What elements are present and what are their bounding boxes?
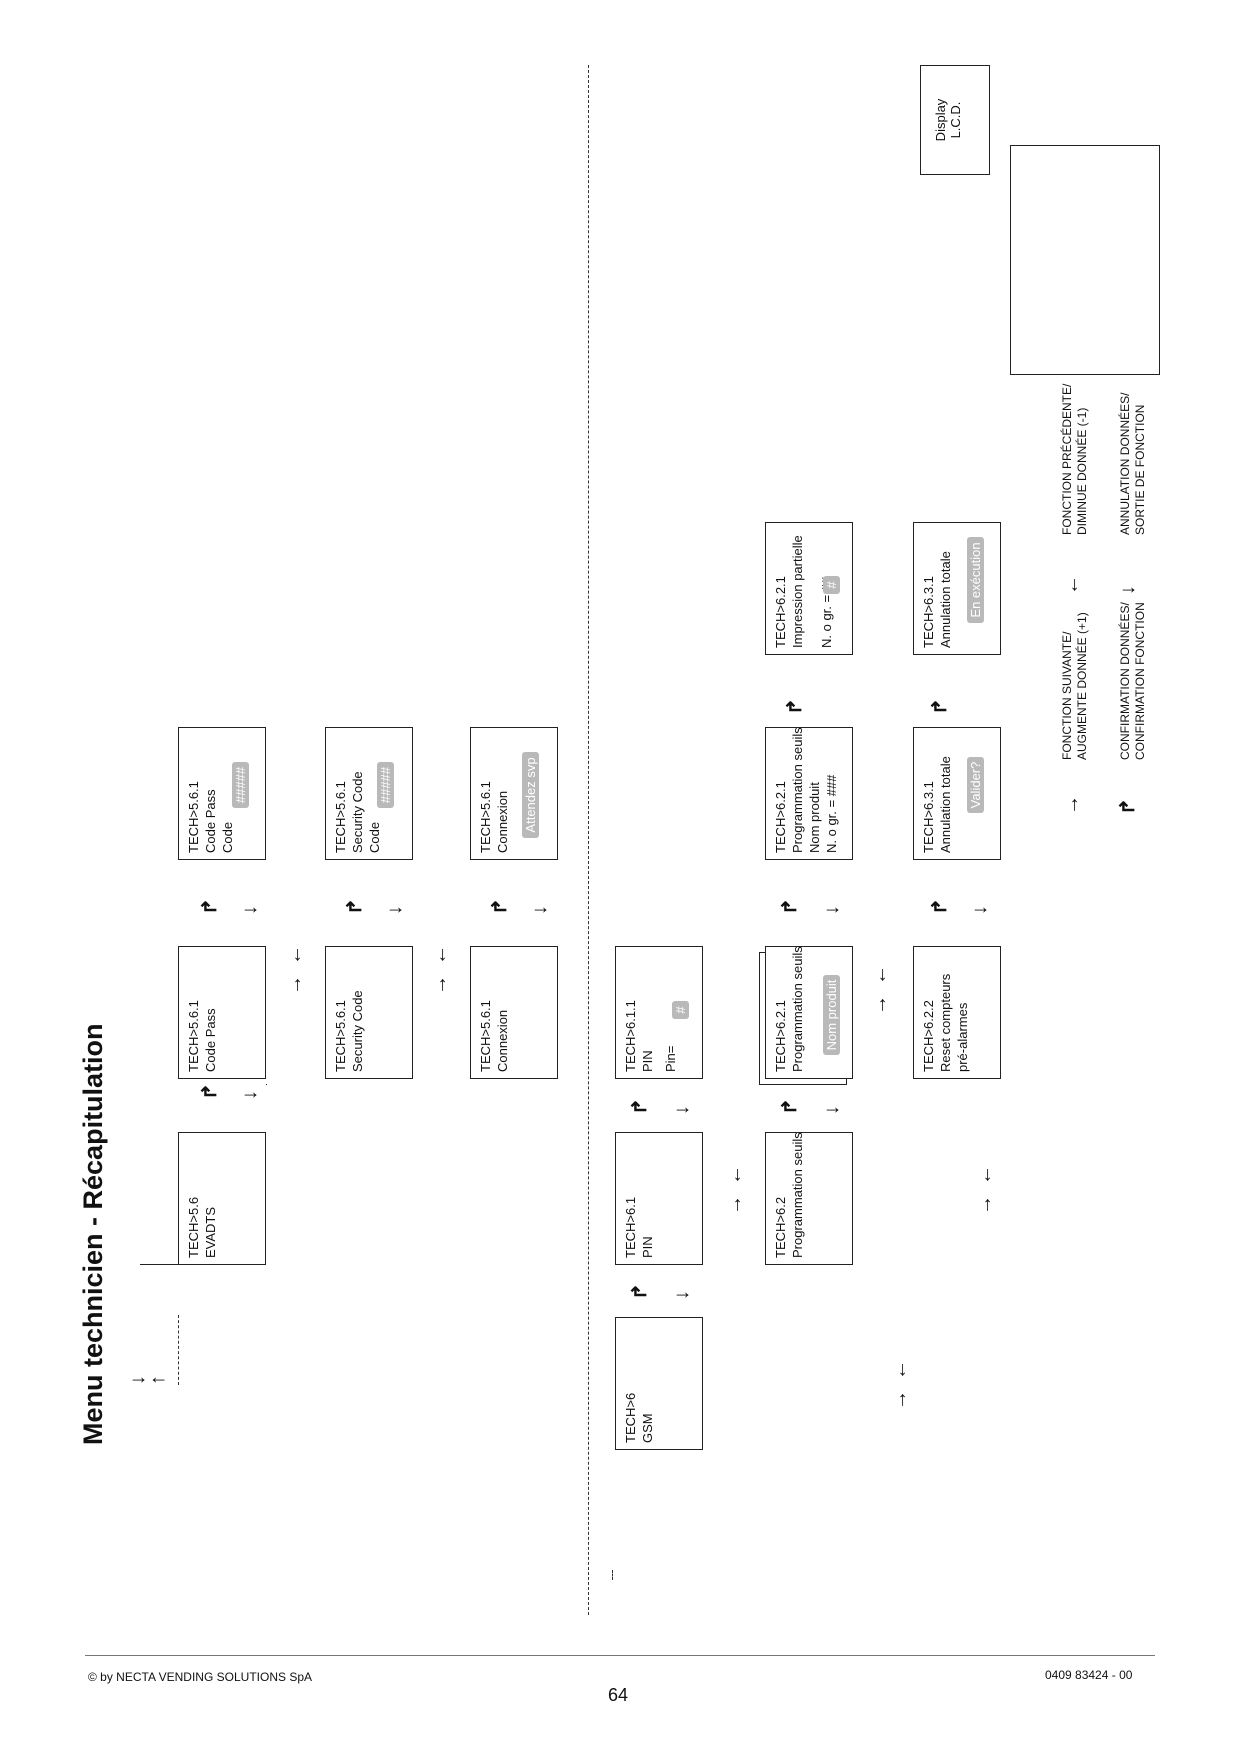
doc-code: 0409 83424 - 00 [1045,1668,1133,1682]
display-lcd-box: Display L.C.D. [920,65,990,175]
legend-confirm: CONFIRMATION DONNÉES/ CONFIRMATION FONCT… [1118,602,1147,760]
box-codepass: TECH>5.6.1 Code Pass [178,946,266,1079]
enter-arrow: ↱ [784,698,806,715]
box-security: TECH>5.6.1 Security Code [325,946,413,1079]
down-arrow: → [284,975,306,995]
enter-arrow: ↱ [779,898,801,915]
exit-arrow: ↓ [671,1290,693,1300]
legend-prev-icon: ← [1061,575,1083,595]
exit-arrow: ↓ [384,905,406,915]
down-arrow: → [889,1390,911,1410]
page-title: Menu technicien - Récapitulation [78,1023,108,1445]
enter-arrow: ↱ [489,898,511,915]
up-arrow: ↑ [147,1375,169,1385]
enter-arrow: ↱ [629,1283,651,1300]
exec-burst: En exécution [955,525,995,635]
box-pin: TECH>6.1 PIN [615,1132,703,1265]
box-seuils: TECH>6.2 Programmation seuils [765,1132,853,1265]
exit-arrow: ↓ [821,1105,843,1115]
legend-confirm-icon: ↱ [1117,798,1139,815]
exit-arrow: ↓ [969,905,991,915]
attendez-burst: Attendez svp [510,740,550,850]
legend-cancel-icon: ↓ [1117,585,1139,595]
connector [266,1084,267,1085]
page-number: 64 [608,1685,629,1705]
enter-arrow: ↱ [344,898,366,915]
nom-burst: Nom produit [812,960,850,1070]
down-arrow: ↓ [127,1375,149,1385]
legend-next: FONCTION SUIVANTE/ AUGMENTE DONNÉE (+1) [1060,612,1089,760]
box-seuils-edit: TECH>6.2.1 Programmation seuils Nom prod… [765,727,853,860]
up-arrow: ← [429,945,451,965]
valider-burst: Valider? [955,745,995,825]
exit-arrow: ↓ [821,905,843,915]
enter-arrow: ↱ [629,1098,651,1115]
box-gsm: TECH>6 GSM [615,1317,703,1450]
down-arrow: → [429,975,451,995]
up-arrow: ← [724,1165,746,1185]
enter-arrow: ↱ [779,1098,801,1115]
enter-arrow: ↱ [199,898,221,915]
up-arrow: ← [284,945,306,965]
legend-cancel: ANNULATION DONNÉES/ SORTIE DE FONCTION [1118,392,1147,535]
down-arrow: → [869,995,891,1015]
connector [140,1264,178,1265]
keypad-panel [1010,145,1160,375]
legend-next-icon: → [1061,795,1083,815]
exit-arrow: ↓ [529,905,551,915]
security-burst: ##### [365,750,405,820]
exit-arrow: ↓ [239,1090,261,1100]
up-arrow: ← [974,1165,996,1185]
enter-arrow: ↱ [929,898,951,915]
dashed-link [612,1570,613,1580]
down-arrow: → [974,1195,996,1215]
box-reset: TECH>6.2.2 Reset compteurs pré-alarmes [913,946,1001,1079]
down-arrow: → [724,1195,746,1215]
code-burst: ##### [220,750,260,820]
legend-prev: FONCTION PRÉCÉDENTE/ DIMINUE DONNÉE (-1) [1060,383,1089,535]
dashed-link [178,1315,179,1385]
exit-arrow: ↓ [671,1105,693,1115]
up-arrow: ← [889,1360,911,1380]
imp-burst: # [812,565,850,605]
up-arrow: ← [869,965,891,985]
enter-arrow: ↱ [199,1083,221,1100]
box-evadts: TECH>5.6 EVADTS [178,1132,266,1265]
footer-line [85,1655,1155,1656]
pin-burst: # [660,990,700,1030]
exit-arrow: ↓ [239,905,261,915]
box-connexion: TECH>5.6.1 Connexion [470,946,558,1079]
section-divider [588,65,589,1615]
footer-copyright-text: © by NECTA VENDING SOLUTIONS SpA [88,1670,313,1684]
enter-arrow: ↱ [929,698,951,715]
